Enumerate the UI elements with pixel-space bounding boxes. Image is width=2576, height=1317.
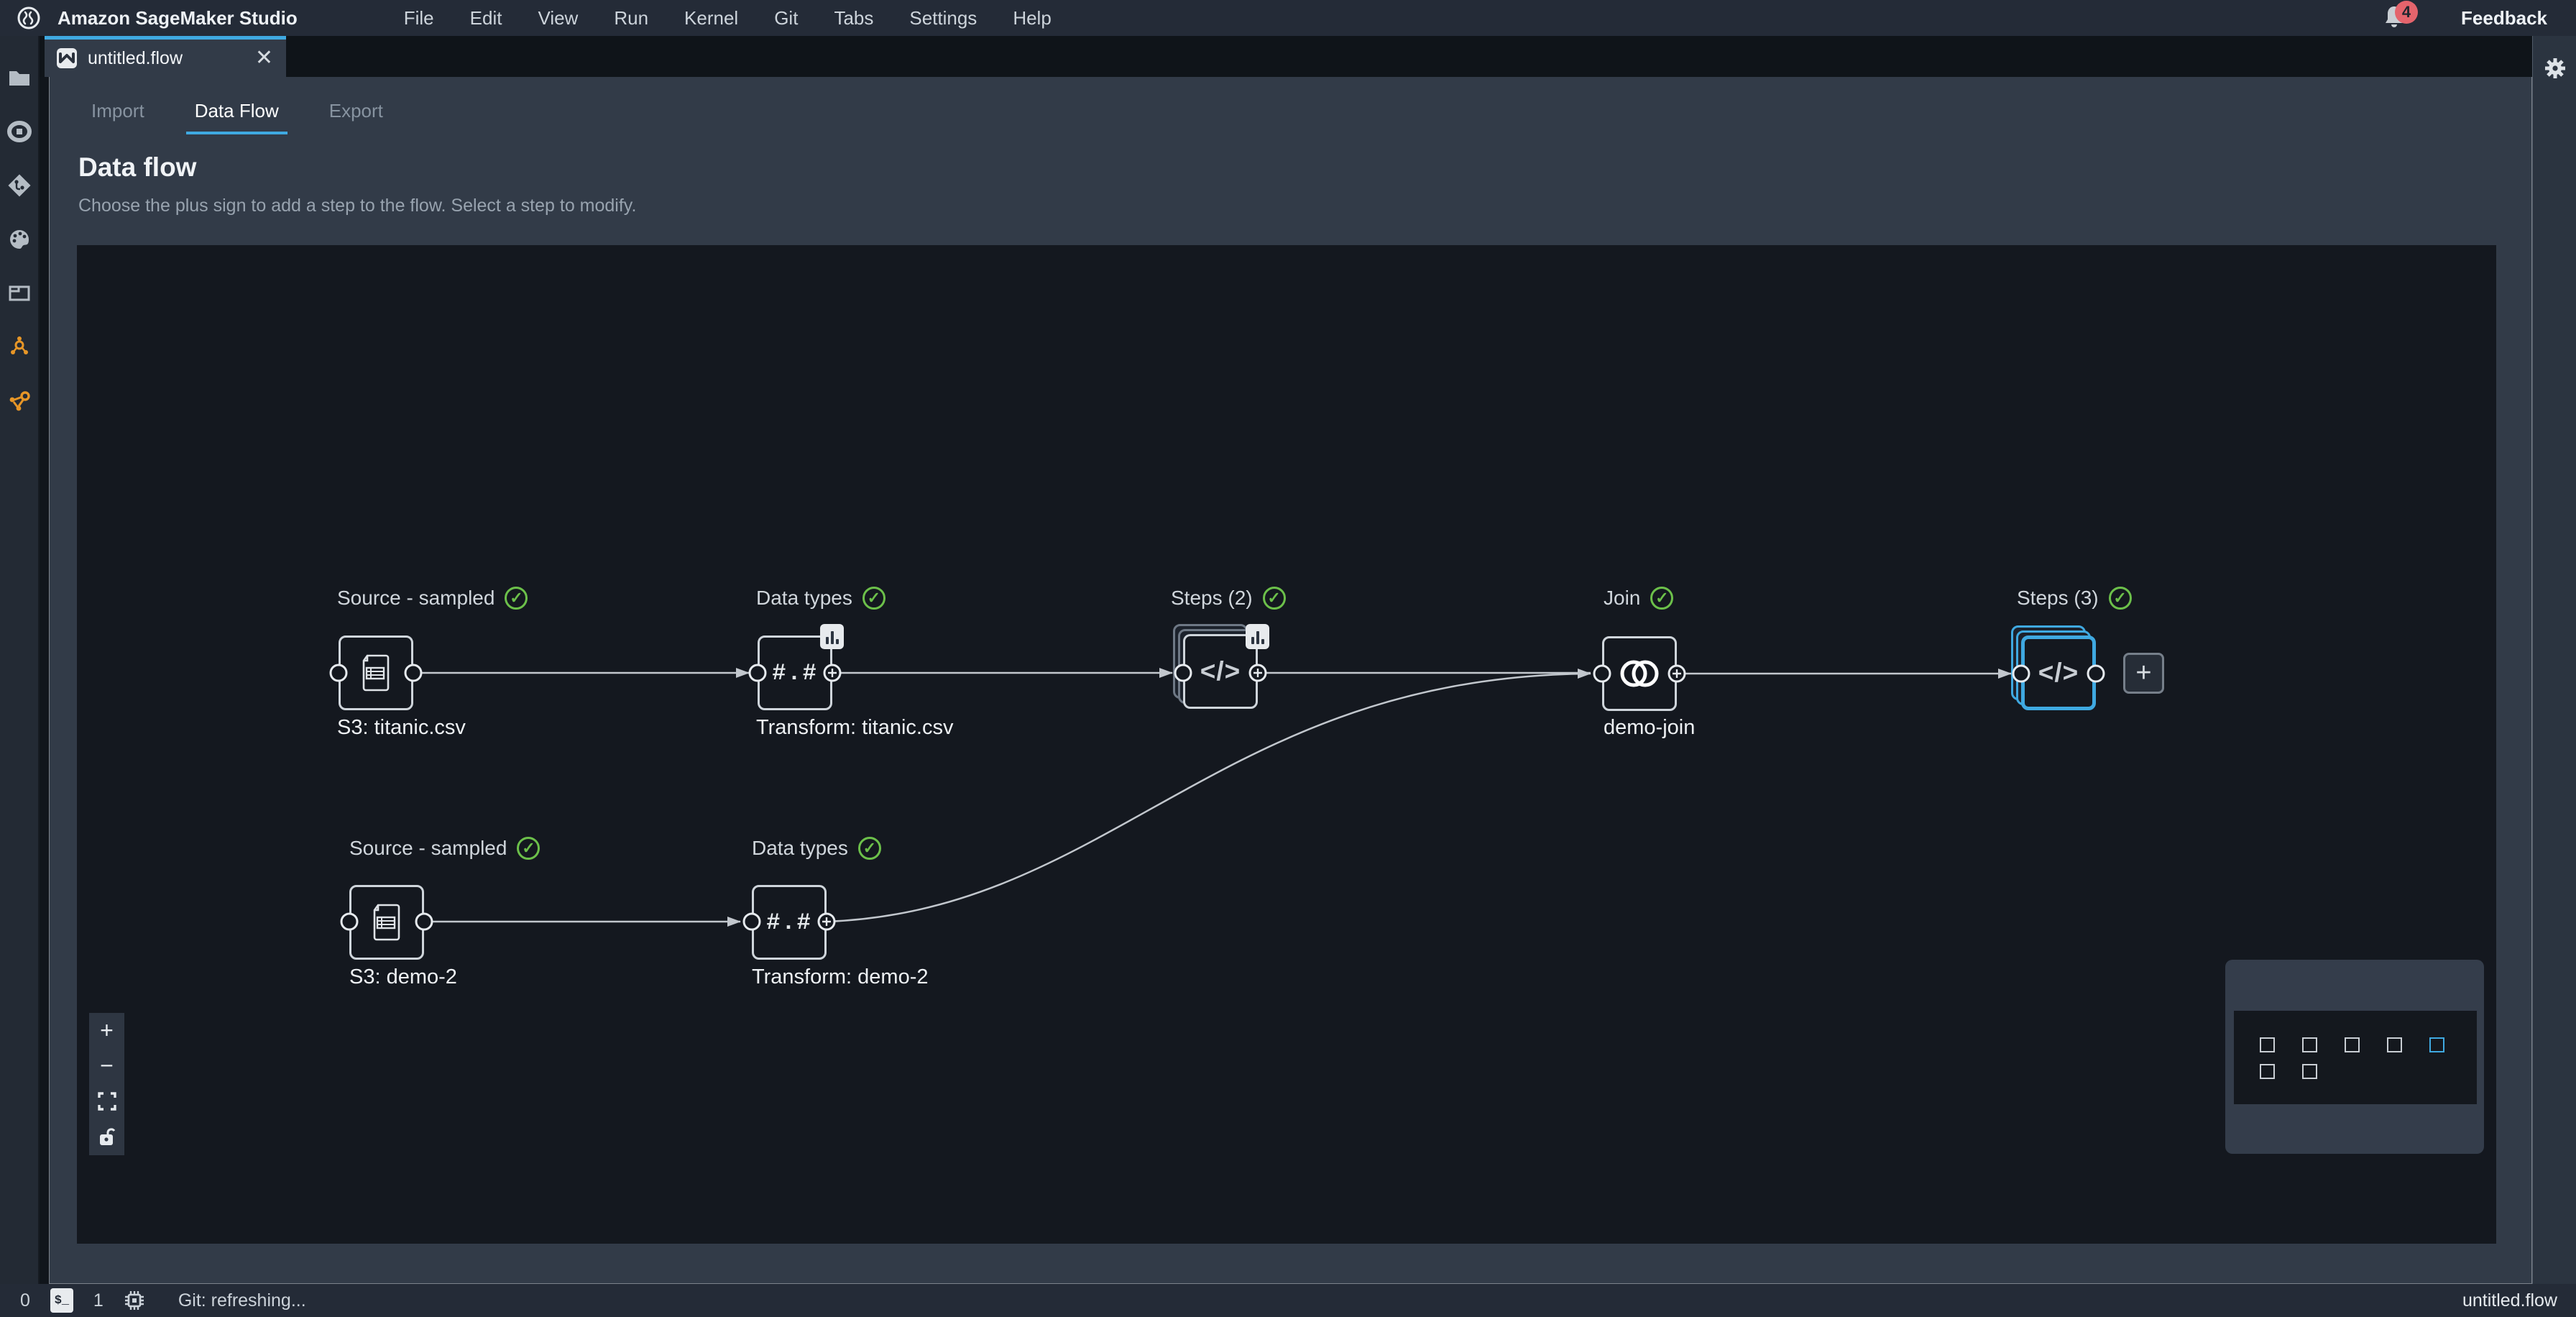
status-complete-icon: ✓: [1650, 587, 1674, 610]
experiments-icon[interactable]: [7, 335, 32, 359]
node-label-transform-titanic: Transform: titanic.csv: [756, 716, 954, 739]
status-complete-icon: ✓: [1262, 587, 1286, 610]
status-complete-icon: ✓: [857, 837, 881, 860]
menu-help[interactable]: Help: [1013, 6, 1052, 29]
node-steps-2[interactable]: </>: [1183, 634, 1258, 709]
minimap-node: [2260, 1037, 2275, 1052]
document-icon: [373, 904, 400, 941]
add-step-button[interactable]: +: [2123, 653, 2164, 694]
status-complete-icon: ✓: [505, 587, 528, 610]
zoom-out-button[interactable]: −: [100, 1052, 114, 1078]
document-tab-strip: untitled.flow ✕: [40, 36, 2532, 77]
node-label-s3-titanic: S3: titanic.csv: [337, 716, 466, 739]
subtab-import[interactable]: Import: [91, 100, 144, 121]
edge-types2-to-join: [826, 672, 1591, 923]
minimap-viewport: [2234, 1011, 2477, 1104]
feedback-link[interactable]: Feedback: [2461, 6, 2547, 29]
menu-git[interactable]: Git: [774, 6, 799, 29]
menu-file[interactable]: File: [403, 6, 434, 29]
terminal-count[interactable]: 1: [93, 1290, 104, 1311]
tab-untitled-flow[interactable]: untitled.flow ✕: [45, 36, 286, 77]
code-steps-icon: </>: [1200, 656, 1241, 686]
git-icon[interactable]: [7, 173, 32, 198]
insights-chart-badge[interactable]: [1246, 624, 1269, 649]
numeric-types-icon: #.#: [766, 909, 812, 936]
app-title: Amazon SageMaker Studio: [58, 6, 298, 29]
node-title-join: Join✓: [1604, 587, 1674, 610]
node-title-source-sampled-1: Source - sampled✓: [337, 587, 528, 610]
numeric-types-icon: #.#: [772, 659, 818, 687]
settings-gear-icon[interactable]: [2543, 56, 2567, 81]
subtab-data-flow[interactable]: Data Flow: [185, 90, 288, 134]
menu-edit[interactable]: Edit: [469, 6, 502, 29]
minimap-node: [2302, 1064, 2317, 1079]
flow-edges-layer: [413, 671, 2011, 923]
join-icon: [1620, 660, 1659, 687]
node-source-titanic[interactable]: [339, 635, 413, 710]
flow-canvas[interactable]: Source - sampled✓ Data types✓ Steps (2)✓…: [77, 245, 2496, 1244]
menu-settings[interactable]: Settings: [909, 6, 978, 29]
flow-editor-panel: Import Data Flow Export Data flow Choose…: [49, 77, 2532, 1284]
node-label-transform-demo2: Transform: demo-2: [752, 965, 929, 988]
file-browser-icon[interactable]: [7, 65, 32, 90]
tab-close-icon[interactable]: ✕: [254, 46, 273, 70]
tab-title: untitled.flow: [88, 47, 183, 68]
node-title-data-types-2: Data types✓: [752, 837, 881, 860]
node-source-demo2[interactable]: [349, 885, 424, 960]
cpu-icon[interactable]: [124, 1290, 145, 1311]
minimap-node: [2387, 1037, 2402, 1052]
node-title-source-sampled-2: Source - sampled✓: [349, 837, 540, 860]
notifications-button[interactable]: 4: [2382, 1, 2419, 32]
data-wrangler-flow-icon: [57, 48, 77, 68]
canvas-zoom-controls: + −: [89, 1013, 124, 1155]
minimap-node: [2260, 1064, 2275, 1079]
minimap-node: [2302, 1037, 2317, 1052]
minimap-node-selected: [2429, 1037, 2444, 1052]
right-sidebar-rail: [2532, 36, 2576, 1284]
zoom-in-button[interactable]: +: [100, 1017, 114, 1043]
node-title-steps-2: Steps (2)✓: [1171, 587, 1286, 610]
components-registry-icon[interactable]: [7, 389, 32, 413]
page-subtitle: Choose the plus sign to add a step to th…: [78, 196, 637, 216]
notification-badge: 4: [2395, 1, 2419, 24]
node-label-s3-demo2: S3: demo-2: [349, 965, 457, 988]
node-transform-demo2[interactable]: #.#: [752, 885, 827, 960]
menu-run[interactable]: Run: [614, 6, 649, 29]
left-activity-rail: [0, 36, 40, 1284]
terminal-icon[interactable]: $_: [50, 1288, 73, 1313]
kernel-count[interactable]: 0: [20, 1290, 30, 1311]
code-steps-icon: </>: [2038, 658, 2079, 687]
node-label-demo-join: demo-join: [1604, 716, 1696, 739]
node-title-steps-3: Steps (3)✓: [2017, 587, 2132, 610]
sagemaker-logo-icon: [17, 6, 40, 29]
node-title-data-types-1: Data types✓: [756, 587, 886, 610]
fit-view-icon: [97, 1091, 116, 1111]
menu-tabs[interactable]: Tabs: [834, 6, 874, 29]
minimap-node: [2345, 1037, 2360, 1052]
commands-palette-icon[interactable]: [7, 227, 32, 252]
fit-view-button[interactable]: [89, 1083, 124, 1119]
status-complete-icon: ✓: [862, 587, 886, 610]
menu-kernel[interactable]: Kernel: [684, 6, 739, 29]
unlock-icon: [99, 1127, 115, 1145]
menu-view[interactable]: View: [538, 6, 579, 29]
running-instances-icon[interactable]: [6, 119, 32, 144]
lock-button[interactable]: [89, 1119, 124, 1154]
node-join-demo[interactable]: [1602, 636, 1677, 711]
subtab-export[interactable]: Export: [328, 100, 383, 121]
flow-minimap[interactable]: [2225, 960, 2484, 1154]
open-tabs-icon[interactable]: [7, 281, 32, 306]
node-steps-3-selected[interactable]: </>: [2021, 635, 2096, 710]
top-menubar: Amazon SageMaker Studio File Edit View R…: [0, 0, 2576, 36]
flow-subtabs: Import Data Flow Export: [50, 90, 392, 134]
statusbar-filename: untitled.flow: [2462, 1290, 2557, 1311]
page-title: Data flow: [78, 152, 197, 182]
status-bar: 0 $_ 1 Git: refreshing... untitled.flow: [0, 1284, 2576, 1317]
status-complete-icon: ✓: [517, 837, 540, 860]
status-complete-icon: ✓: [2108, 587, 2132, 610]
insights-chart-badge[interactable]: [820, 624, 844, 649]
menu-items: File Edit View Run Kernel Git Tabs Setti…: [404, 7, 1052, 29]
git-status-text[interactable]: Git: refreshing...: [178, 1290, 306, 1311]
document-icon: [362, 654, 390, 692]
